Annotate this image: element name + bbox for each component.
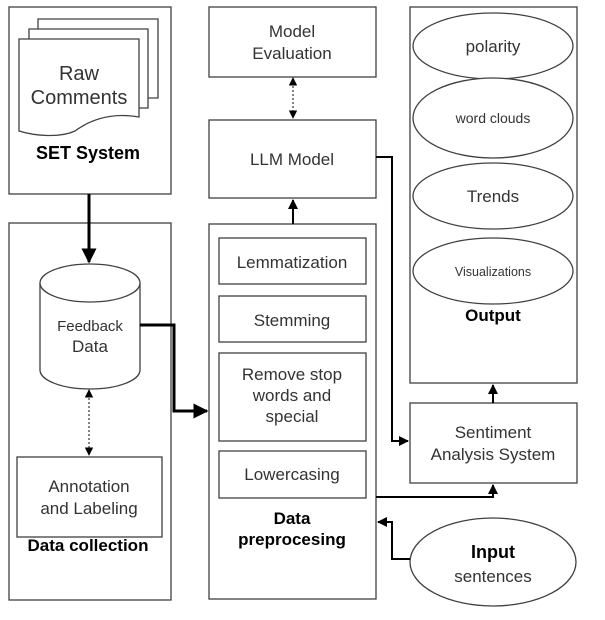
raw-comments-line2: Comments xyxy=(31,87,128,109)
output-title: Output xyxy=(465,306,521,325)
feedback-data-database: Feedback Data xyxy=(39,263,141,390)
llm-model-label: LLM Model xyxy=(250,150,334,169)
step-lemmatization: Lemmatization xyxy=(218,237,367,285)
feedback-data-line1: Feedback xyxy=(57,318,123,335)
arrow-preprocessing-to-sentiment xyxy=(376,484,498,498)
word-clouds-label: word clouds xyxy=(455,110,531,126)
output-item-polarity: polarity xyxy=(412,12,574,80)
model-evaluation-box: Model Evaluation xyxy=(208,6,377,78)
data-preprocessing-box: Lemmatization Stemming Remove stop words… xyxy=(208,223,377,600)
output-item-trends: Trends xyxy=(412,162,574,230)
data-collection-title: Data collection xyxy=(28,536,149,555)
output-box: polarity word clouds Trends Visualizatio… xyxy=(409,6,578,384)
visualizations-label: Visualizations xyxy=(455,265,531,279)
remove-stop-line1: Remove stop xyxy=(242,365,342,384)
step-remove-stop-words: Remove stop words and special xyxy=(218,352,367,442)
step-lowercasing: Lowercasing xyxy=(218,450,367,499)
llm-model-box: LLM Model xyxy=(208,119,377,199)
annotation-labeling-box: Annotation and Labeling xyxy=(16,456,163,538)
model-evaluation-line2: Evaluation xyxy=(252,44,331,63)
annotation-line2: and Labeling xyxy=(40,499,137,518)
sentiment-line2: Analysis System xyxy=(431,445,556,464)
data-preprocessing-title-line2: preprocesing xyxy=(238,530,346,549)
input-label-bold: Input xyxy=(471,542,515,562)
set-system-title: SET System xyxy=(36,143,140,163)
feedback-data-line2: Data xyxy=(72,337,108,356)
data-preprocessing-title-line1: Data xyxy=(274,509,311,528)
lowercasing-label: Lowercasing xyxy=(244,465,339,484)
input-label: sentences xyxy=(454,567,532,586)
model-evaluation-line1: Model xyxy=(269,22,315,41)
annotation-line1: Annotation xyxy=(48,477,129,496)
set-system-box: Raw Comments SET System xyxy=(8,6,172,195)
input-sentences-node: Input sentences xyxy=(409,517,577,607)
lemmatization-label: Lemmatization xyxy=(237,253,348,272)
output-item-visualizations: Visualizations xyxy=(412,237,574,305)
step-stemming: Stemming xyxy=(218,295,367,343)
stemming-label: Stemming xyxy=(254,311,331,330)
remove-stop-line2: words and xyxy=(252,386,331,405)
raw-comments-document xyxy=(18,38,140,137)
arrow-feedback-to-preprocessing xyxy=(140,323,209,419)
output-item-word-clouds: word clouds xyxy=(412,77,574,159)
raw-comments-line1: Raw xyxy=(59,63,100,85)
sentiment-line1: Sentiment xyxy=(455,423,532,442)
arrow-input-to-preprocessing xyxy=(377,517,410,560)
remove-stop-line3: special xyxy=(266,407,319,426)
arrow-llm-to-sentiment xyxy=(376,156,409,446)
trends-label: Trends xyxy=(467,187,519,206)
sentiment-analysis-box: Sentiment Analysis System xyxy=(409,402,578,484)
polarity-label: polarity xyxy=(466,37,521,56)
data-collection-box: Feedback Data Annotation and Labeling Da… xyxy=(8,222,172,601)
